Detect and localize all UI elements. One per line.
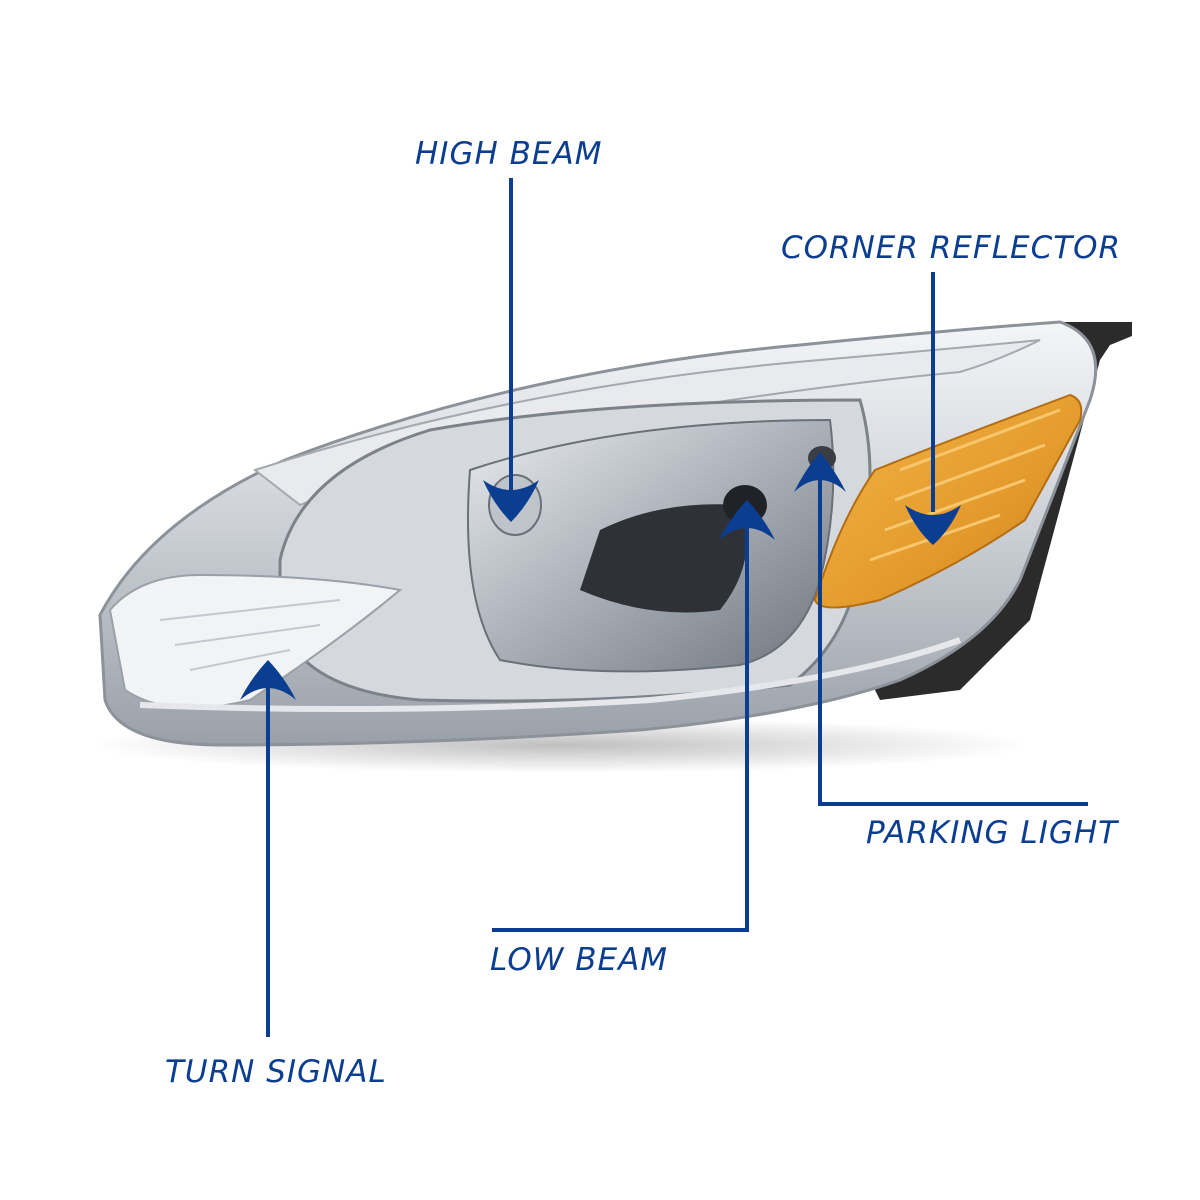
lower-chrome-trim [139,637,962,712]
parking-light-leader [818,476,1088,806]
parking-light-label: PARKING LIGHT [866,815,1119,851]
high-beam-chevron-icon [483,480,539,522]
corner-reflector-ribs [869,408,1061,562]
low-beam-label: LOW BEAM [490,942,668,978]
turn-signal-chevron-icon [240,660,296,700]
corner-reflector-chevron-icon [905,505,961,545]
low-beam-recess [580,504,747,613]
callout-markers [240,452,961,700]
low-beam-leader [492,512,749,932]
corner-reflector-lens [813,393,1083,609]
turn-signal-facets [159,599,341,671]
corner-reflector-label: CORNER REFLECTOR [781,230,1121,266]
callout-lines [266,178,1088,1037]
high-beam-label: HIGH BEAM [415,136,602,172]
low-beam-chevron-icon [719,500,775,540]
parking-light-chevron-icon [794,452,846,492]
turn-signal-label: TURN SIGNAL [165,1054,387,1090]
